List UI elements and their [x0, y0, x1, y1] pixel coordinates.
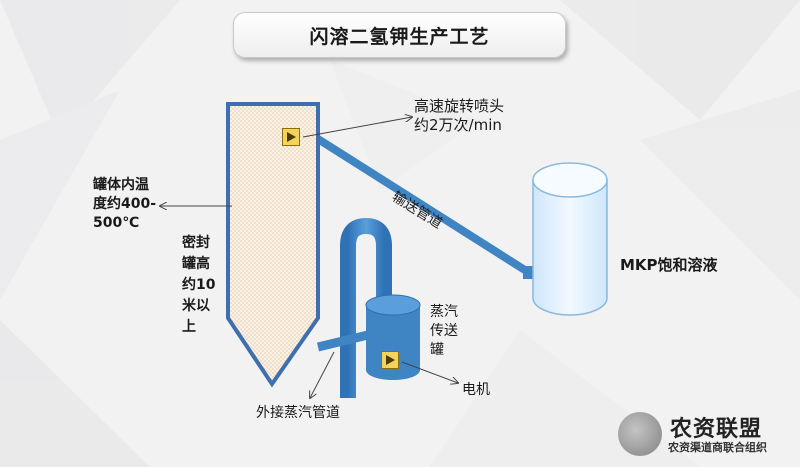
tank-temp-label: 罐体内温 度约400- 500℃	[93, 176, 156, 233]
motor-arrow	[401, 361, 458, 383]
tank-height-line1: 密封	[182, 235, 210, 251]
tank-temp-line1: 罐体内温	[93, 177, 149, 193]
transport-pipe	[314, 135, 532, 276]
logo-emblem-icon	[618, 412, 662, 456]
watermark-logo: 农资联盟 农资渠道商联合组织	[618, 408, 796, 464]
tank-height-line4: 米以	[182, 298, 210, 314]
tank-temp-line3: 500℃	[93, 215, 140, 231]
steam-tank-line3: 罐	[430, 342, 444, 358]
logo-subtitle: 农资渠道商联合组织	[668, 441, 767, 454]
nozzle-label-line1: 高速旋转喷头	[414, 97, 505, 115]
nozzle-arrow	[302, 117, 412, 138]
tank-height-line5: 上	[182, 319, 196, 335]
nozzle-label: 高速旋转喷头 约2万次/min	[414, 97, 504, 135]
page-title: 闪溶二氢钾生产工艺	[309, 25, 490, 48]
motor-label: 电机	[462, 382, 490, 398]
steam-tank-label: 蒸汽 传送 罐	[430, 303, 458, 360]
steam-pipe-label: 外接蒸汽管道	[256, 405, 340, 421]
steam-loop-pipe	[340, 217, 392, 398]
steam-tank-line1: 蒸汽	[430, 304, 458, 320]
steam-tank	[365, 294, 421, 380]
title-box: 闪溶二氢钾生产工艺	[233, 12, 566, 58]
logo-name: 农资联盟	[670, 417, 763, 442]
tank-height-label: 密封 罐高 约10 米以 上	[182, 233, 215, 338]
steam-feed-pipe	[316, 329, 374, 352]
steam-tank-line2: 传送	[430, 323, 458, 339]
nozzle-label-line2: 约2万次/min	[414, 116, 502, 134]
tank-height-line3: 约10	[182, 277, 216, 293]
steam-tank-motor-icon	[381, 351, 399, 369]
tank-temp-line2: 度约400-	[93, 196, 157, 212]
nozzle-motor-icon	[282, 128, 300, 146]
pipe-connector	[523, 266, 534, 279]
solution-label: MKP饱和溶液	[620, 256, 718, 274]
tank-height-line2: 罐高	[182, 256, 210, 272]
steam-pipe-arrow	[310, 351, 335, 398]
main-tank	[226, 102, 320, 388]
solution-tank	[532, 162, 608, 316]
